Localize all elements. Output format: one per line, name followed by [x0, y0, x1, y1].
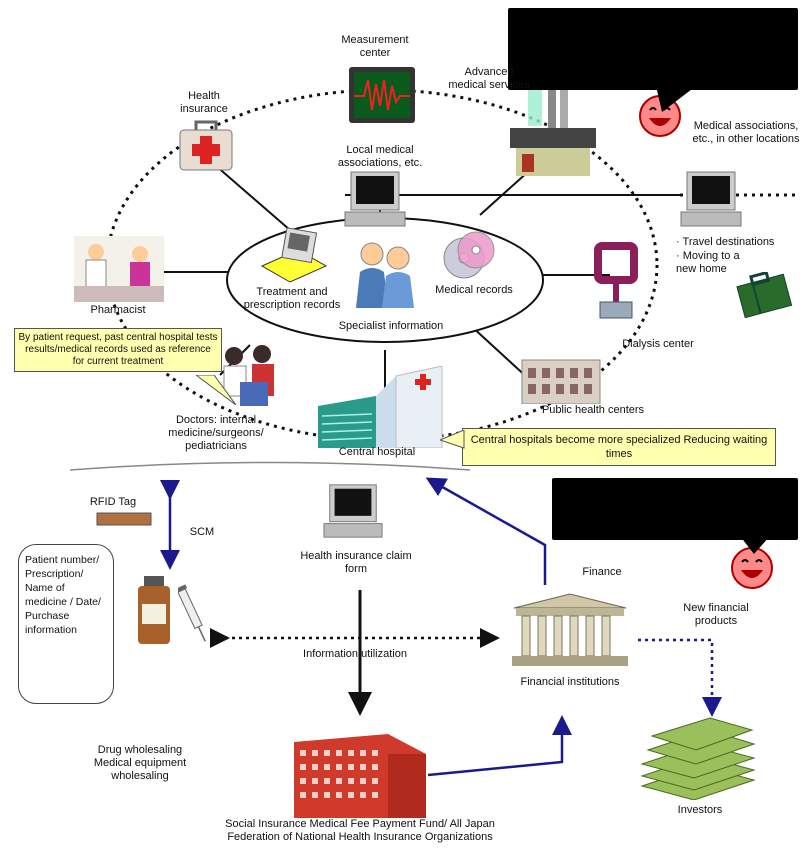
redacted-speech-bubble — [552, 478, 798, 540]
label-scm: SCM — [189, 526, 215, 538]
label-rfid: RFID Tag — [89, 496, 137, 508]
callout-tail — [440, 430, 465, 449]
fund-building-icon — [294, 734, 426, 818]
pharmacist-icon — [74, 236, 164, 302]
medicine-bottle-icon — [138, 576, 170, 644]
medical-machine-icon — [510, 66, 596, 176]
suitcase-icon — [736, 272, 792, 318]
public-health-building-icon — [521, 359, 601, 404]
first-aid-kit-icon — [179, 120, 233, 171]
label-finance: Finance — [582, 566, 622, 578]
label-travel: · Travel destinations — [676, 236, 775, 248]
label-drug-wholesale: Drug wholesaling Medical equipment whole… — [93, 744, 187, 782]
label-moving: · Moving to a new home — [676, 250, 740, 275]
hospital-icon — [318, 366, 443, 448]
computer-icon — [344, 171, 406, 227]
label-pharmacist: Pharmacist — [90, 304, 146, 316]
money-stack-icon — [640, 717, 756, 800]
cd-icon — [443, 231, 495, 279]
label-financial-inst: Financial institutions — [520, 676, 620, 688]
bubble-tail — [740, 536, 770, 554]
smiley-icon — [731, 547, 773, 589]
label-doctors: Doctors: internal medicine/surgeons/ ped… — [168, 414, 264, 452]
label-health-insurance: Health insurance — [180, 90, 228, 115]
label-central-hospital: Central hospital — [338, 446, 416, 458]
doctor-patient-icon — [356, 242, 414, 308]
dialysis-icon — [594, 242, 638, 319]
callout-tail — [196, 375, 236, 405]
label-social-fund: Social Insurance Medical Fee Payment Fun… — [225, 818, 495, 843]
label-local-medical: Local medical associations, etc. — [337, 144, 423, 169]
label-public-health: Public health centers — [541, 404, 645, 416]
label-new-products: New financial products — [683, 602, 749, 627]
callout-patient-info: Patient number/ Prescription/ Name of me… — [18, 544, 114, 704]
label-treatment: Treatment and prescription records — [243, 286, 341, 311]
rfid-tag-icon — [96, 512, 152, 526]
syringe-icon — [178, 584, 206, 642]
computer-icon — [680, 171, 742, 227]
label-medical-other: Medical associations, etc., in other loc… — [692, 120, 800, 145]
label-info-util: Information utilization — [303, 648, 407, 660]
label-advanced-medical: Advanced medical services — [448, 66, 530, 91]
bubble-tail — [656, 86, 696, 112]
label-medical-records: Medical records — [435, 284, 513, 296]
callout-central-specialized: Central hospitals become more specialize… — [462, 428, 776, 466]
monitor-icon — [349, 67, 415, 123]
label-investors: Investors — [677, 804, 723, 816]
callout-patient-request: By patient request, past central hospita… — [14, 328, 222, 372]
bank-building-icon — [512, 593, 628, 666]
redacted-speech-bubble — [508, 8, 798, 90]
doctors-icon — [223, 345, 274, 406]
label-health-claim: Health insurance claim form — [300, 550, 412, 575]
computer-icon — [323, 484, 383, 538]
label-dialysis: Dialysis center — [622, 338, 694, 350]
label-specialist: Specialist information — [338, 320, 444, 332]
label-measurement-center: Measurement center — [341, 34, 409, 59]
treatment-records-icon — [260, 227, 328, 283]
